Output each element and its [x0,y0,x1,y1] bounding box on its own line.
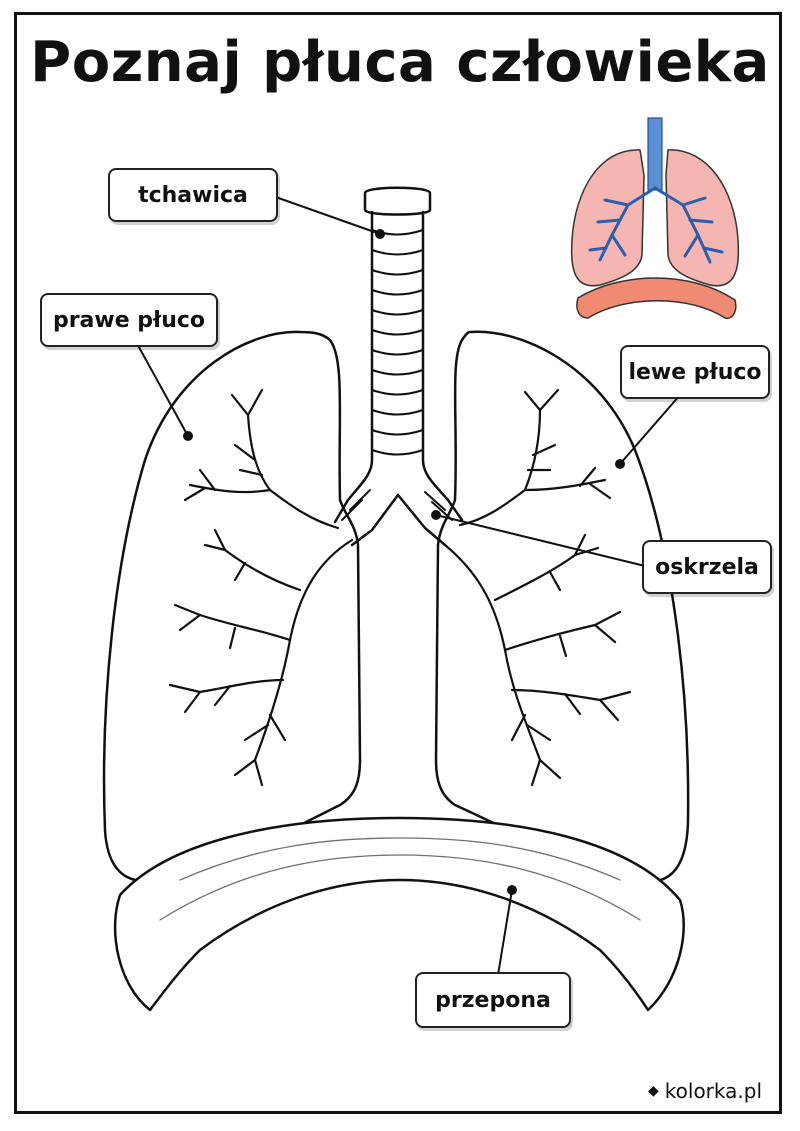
right-bronchial-tree [168,388,354,787]
lungs-thumbnail-icon [570,117,740,320]
diaphragm [113,816,685,1012]
page-title: Poznaj płuca człowieka [30,30,770,95]
trachea [346,186,450,502]
right-lung-outline [102,330,362,883]
label-left-lung: lewe płuco [620,345,770,399]
label-right-lung: prawe płuco [40,293,218,347]
label-bronchi: oskrzela [642,540,772,594]
label-diaphragm: przepona [415,972,571,1028]
left-lung-outline [434,330,690,883]
brand-text: kolorka.pl [664,1079,762,1103]
left-bronchial-tree [443,388,632,787]
label-trachea: tchawica [108,168,278,222]
diamond-icon: ◆ [648,1083,659,1099]
bronchi [333,489,464,547]
brand-footer: ◆ kolorka.pl [648,1079,762,1103]
